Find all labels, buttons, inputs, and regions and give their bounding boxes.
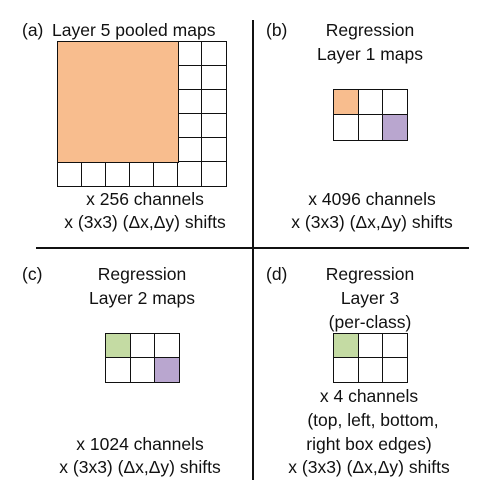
panel-a-shifts: x (3x3) (Δx,Δy) shifts (64, 212, 226, 232)
grid-cell (105, 333, 132, 359)
grid-cell (333, 333, 360, 359)
grid-cell (177, 161, 203, 187)
grid-cell (154, 333, 181, 359)
panel-d-title-line2: Layer 3 (340, 288, 400, 308)
panel-d-grid (333, 333, 409, 383)
horizontal-divider (36, 247, 469, 249)
panel-c-shifts: x (3x3) (Δx,Δy) shifts (59, 457, 221, 477)
grid-cell (105, 161, 131, 187)
panel-a-label: (a) (22, 20, 44, 40)
grid-cell (357, 89, 384, 116)
pooled-map-block (57, 41, 179, 163)
panel-a-title: Layer 5 pooled maps (52, 20, 216, 40)
grid-cell (129, 357, 156, 383)
grid-cell (201, 41, 227, 67)
grid-cell (357, 357, 384, 383)
grid-cell (201, 65, 227, 91)
grid-cell (201, 113, 227, 139)
panel-b-channels: x 4096 channels (308, 189, 436, 209)
panel-b-title-line2: Layer 1 maps (316, 44, 424, 64)
panel-d-edges-line2: right box edges) (306, 434, 432, 454)
panel-d-shifts: x (3x3) (Δx,Δy) shifts (288, 457, 450, 477)
panel-a-grid (57, 41, 227, 187)
grid-cell (357, 114, 384, 141)
panel-c-channels: x 1024 channels (76, 434, 204, 454)
grid-cell (81, 161, 107, 187)
grid-cell (177, 41, 203, 67)
grid-cell (153, 161, 179, 187)
grid-cell (57, 161, 83, 187)
grid-cell (177, 65, 203, 91)
panel-d-edges-line1: (top, left, bottom, (307, 410, 439, 430)
panel-b-grid (333, 89, 409, 141)
panel-b-shifts: x (3x3) (Δx,Δy) shifts (291, 212, 453, 232)
grid-cell (129, 333, 156, 359)
grid-cell (177, 113, 203, 139)
grid-cell (129, 161, 155, 187)
grid-cell (154, 357, 181, 383)
panel-c-title-line2: Layer 2 maps (88, 288, 196, 308)
panel-d-channels: x 4 channels (319, 386, 419, 406)
grid-cell (382, 333, 409, 359)
panel-c-label: (c) (22, 264, 43, 284)
grid-cell (201, 89, 227, 115)
grid-cell (201, 137, 227, 163)
grid-cell (382, 114, 409, 141)
grid-cell (357, 333, 384, 359)
grid-cell (201, 161, 227, 187)
grid-cell (382, 89, 409, 116)
panel-c-title-line1: Regression (97, 264, 187, 284)
grid-cell (333, 357, 360, 383)
panel-d-title-line1: Regression (325, 264, 415, 284)
vertical-divider (252, 20, 254, 480)
panel-d-label: (d) (266, 264, 288, 284)
panel-b-title-line1: Regression (325, 20, 415, 40)
grid-cell (382, 357, 409, 383)
grid-cell (177, 89, 203, 115)
panel-b-label: (b) (266, 20, 288, 40)
grid-cell (105, 357, 132, 383)
grid-cell (177, 137, 203, 163)
panel-a-channels: x 256 channels (86, 189, 204, 209)
grid-cell (333, 114, 360, 141)
panel-c-grid (105, 333, 181, 383)
grid-cell (333, 89, 360, 116)
panel-d-title-line3: (per-class) (328, 312, 412, 332)
